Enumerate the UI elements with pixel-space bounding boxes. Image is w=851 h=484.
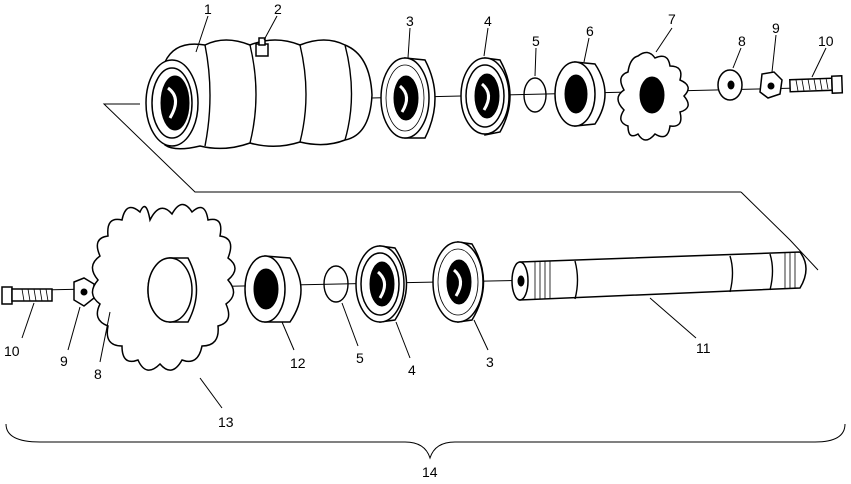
callout-8-top: 8 bbox=[738, 33, 746, 49]
callout-7: 7 bbox=[668, 11, 676, 27]
part-2-grease-fitting bbox=[255, 37, 269, 57]
leader-lines bbox=[21, 15, 827, 409]
callout-4-bottom: 4 bbox=[408, 362, 416, 378]
part-5-oring-bottom bbox=[323, 265, 349, 303]
callout-8-bottom: 8 bbox=[94, 366, 102, 382]
callout-13: 13 bbox=[218, 414, 234, 430]
callout-1: 1 bbox=[204, 1, 212, 17]
callout-6: 6 bbox=[586, 23, 594, 39]
part-4-cup-bottom bbox=[355, 245, 408, 323]
part-1-housing bbox=[145, 39, 373, 150]
part-8-washer-top bbox=[717, 69, 743, 101]
callout-5-top: 5 bbox=[532, 33, 540, 49]
part-10-bolt-top bbox=[789, 75, 844, 94]
callout-3-bottom: 3 bbox=[486, 354, 494, 370]
callout-14: 14 bbox=[422, 464, 438, 479]
callout-10-top: 10 bbox=[818, 33, 834, 49]
callout-10-bottom: 10 bbox=[4, 343, 20, 359]
callout-9-top: 9 bbox=[772, 20, 780, 36]
assembly-plane bbox=[102, 103, 819, 271]
callout-labels: 1 2 3 4 5 6 7 8 9 10 10 9 8 12 5 4 3 11 … bbox=[4, 1, 834, 480]
part-7-small-sprocket bbox=[617, 51, 689, 141]
callout-9-bottom: 9 bbox=[60, 353, 68, 369]
part-10-bolt-bottom bbox=[1, 286, 53, 305]
callout-11: 11 bbox=[696, 340, 711, 356]
part-12-spacer bbox=[244, 255, 302, 323]
part-11-shaft bbox=[511, 251, 807, 301]
callout-12: 12 bbox=[290, 355, 306, 371]
part-4-cup-top bbox=[460, 57, 511, 136]
part-6-spacer bbox=[554, 61, 606, 127]
callout-2: 2 bbox=[274, 1, 282, 17]
callout-3-top: 3 bbox=[406, 13, 414, 29]
assembly-bracket bbox=[5, 423, 846, 460]
part-13-large-sprocket bbox=[91, 203, 236, 371]
callout-4-top: 4 bbox=[484, 13, 492, 29]
callout-5-bottom: 5 bbox=[356, 350, 364, 366]
part-3-bearing-bottom bbox=[432, 241, 485, 323]
part-3-bearing-top bbox=[380, 57, 436, 139]
part-9-nut-bottom bbox=[73, 277, 95, 307]
part-5-oring-top bbox=[523, 77, 547, 113]
part-9-nut-top bbox=[759, 71, 783, 99]
